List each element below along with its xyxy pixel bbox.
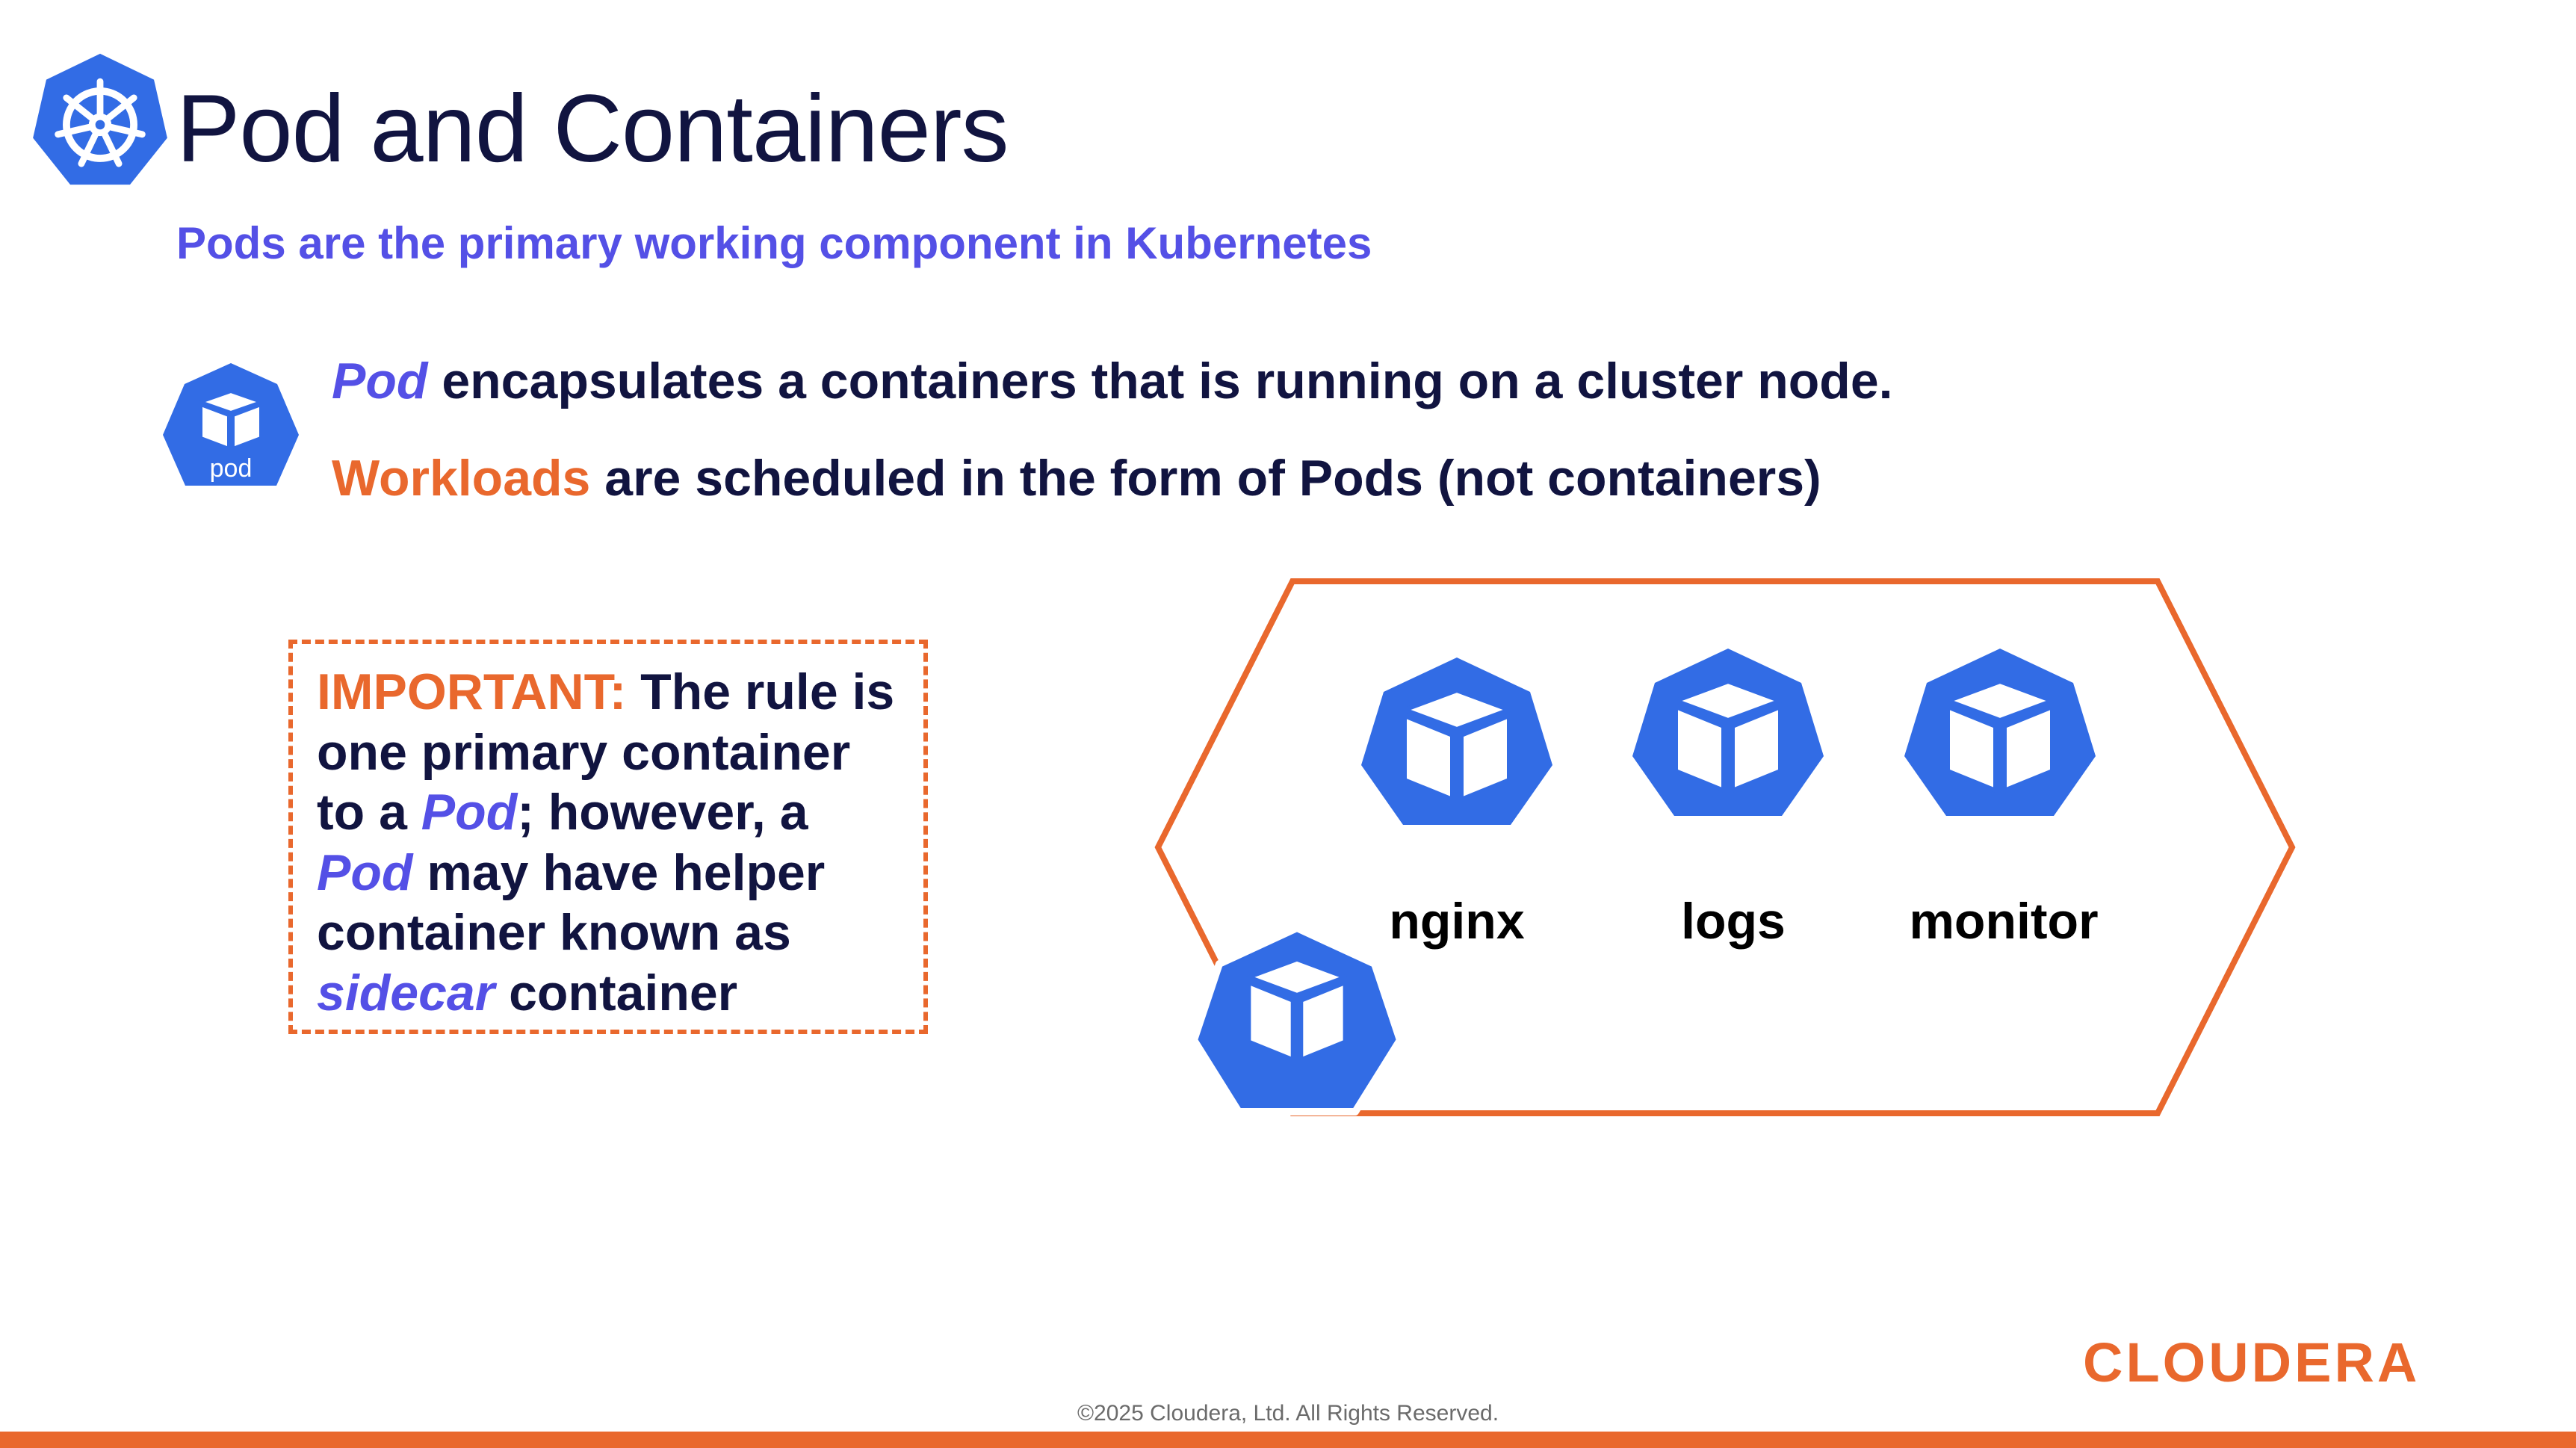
bullet-text: are scheduled in the form of Pods (not c… — [590, 450, 1821, 507]
important-callout-text: IMPORTANT: The rule is one primary conta… — [317, 662, 929, 1023]
footer-bar — [0, 1432, 2576, 1448]
page-subtitle: Pods are the primary working component i… — [176, 218, 1372, 268]
important-callout-box — [288, 640, 928, 1034]
callout-line-5: container known as — [317, 904, 791, 961]
callout-line-1: The rule is — [626, 663, 895, 720]
callout-pod-term: Pod — [317, 844, 413, 901]
container-monitor-icon — [1904, 649, 2096, 816]
callout-line-3c: ; however, a — [517, 784, 808, 841]
cloudera-logo: CLOUDERA — [2083, 1331, 2421, 1393]
bullet-workloads: Workloads are scheduled in the form of P… — [332, 447, 1821, 510]
callout-line-6b: container — [495, 964, 738, 1021]
pod-icon-label: pod — [210, 454, 253, 483]
pod-diagram: nginx logs monitor pod — [1154, 578, 2296, 1166]
callout-sidecar-term: sidecar — [317, 964, 495, 1021]
bullet-pod: Pod encapsulates a containers that is ru… — [332, 350, 1893, 412]
container-label-monitor: monitor — [1909, 893, 2098, 950]
bullet-emphasis: Pod — [332, 353, 428, 409]
callout-lead: IMPORTANT: — [317, 663, 627, 720]
pod-badge-label: pod — [1258, 1114, 1335, 1166]
pod-icon: pod — [163, 363, 299, 486]
pod-badge-icon — [1190, 924, 1404, 1116]
container-label-logs: logs — [1681, 893, 1786, 950]
bullet-emphasis: Workloads — [332, 450, 591, 507]
page-title: Pod and Containers — [176, 75, 1009, 182]
callout-line-3a: to a — [317, 784, 421, 841]
copyright-text: ©2025 Cloudera, Ltd. All Rights Reserved… — [1077, 1401, 1499, 1426]
pod-boundary — [1154, 578, 2296, 1116]
callout-pod-term: Pod — [421, 784, 518, 841]
callout-line-2: one primary container — [317, 723, 851, 781]
kubernetes-logo-icon — [33, 53, 167, 185]
bullet-text: encapsulates a containers that is runnin… — [427, 353, 1893, 409]
container-logs-icon — [1632, 649, 1824, 816]
container-nginx-icon — [1361, 658, 1552, 825]
container-label-nginx: nginx — [1389, 893, 1525, 950]
callout-line-4b: may have helper — [412, 844, 826, 901]
